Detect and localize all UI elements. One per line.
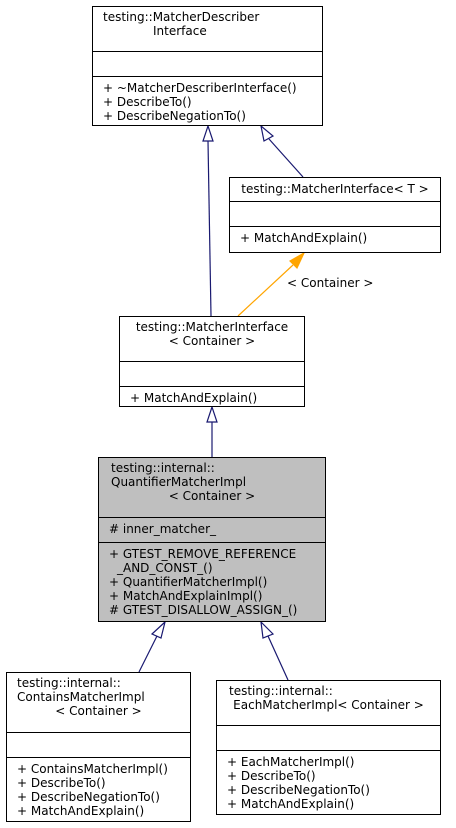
method-item: + DescribeTo()	[103, 95, 192, 109]
title-line: testing::MatcherInterface	[135, 320, 289, 334]
class-matcher-interface-container[interactable]: testing::MatcherInterface < Container > …	[119, 316, 305, 407]
method-item: + ~MatcherDescriberInterface()	[103, 81, 297, 95]
attributes-section	[120, 361, 304, 386]
class-title: testing::MatcherInterface< T >	[230, 178, 440, 201]
class-title: testing::internal:: EachMatcherImpl< Con…	[217, 681, 440, 725]
title-line: EachMatcherImpl< Container >	[233, 698, 424, 712]
attribute-item: # inner_matcher_	[109, 522, 216, 536]
edge-contains-to-quantifier	[138, 635, 158, 673]
methods-section: + ContainsMatcherImpl() + DescribeTo() +…	[7, 757, 190, 818]
attributes-section	[93, 51, 322, 76]
title-line: testing::internal::	[229, 684, 333, 698]
title-line: < Container >	[168, 334, 256, 348]
arrowhead-describer-left	[202, 124, 214, 142]
method-item: + MatchAndExplain()	[17, 804, 145, 818]
methods-section: + MatchAndExplain()	[120, 386, 304, 405]
methods-section: + EachMatcherImpl() + DescribeTo() + Des…	[217, 750, 440, 811]
attributes-section: # inner_matcher_	[99, 517, 325, 542]
arrowhead-template	[289, 251, 306, 270]
title-line: testing::internal::	[17, 676, 121, 690]
method-item: + QuantifierMatcherImpl()	[109, 575, 268, 589]
title-line: < Container >	[168, 489, 256, 503]
template-edge-label: < Container >	[287, 276, 374, 290]
method-item: + EachMatcherImpl()	[227, 755, 355, 769]
class-title: testing::internal:: ContainsMatcherImpl …	[7, 673, 190, 732]
title-line: testing::MatcherDescriber	[103, 10, 260, 24]
class-contains-matcher-impl[interactable]: testing::internal:: ContainsMatcherImpl …	[6, 672, 191, 822]
method-item: + DescribeTo()	[227, 769, 316, 783]
title-line: ContainsMatcherImpl	[17, 690, 145, 704]
method-item: + MatchAndExplain()	[240, 231, 368, 245]
method-item: + DescribeNegationTo()	[103, 109, 246, 123]
method-item: + MatchAndExplain()	[227, 797, 355, 811]
method-item: _AND_CONST_()	[117, 561, 213, 575]
method-item: + GTEST_REMOVE_REFERENCE	[109, 547, 297, 561]
edge-each-to-quantifier	[267, 635, 289, 681]
method-item: + MatchAndExplain()	[130, 391, 258, 405]
attributes-section	[230, 201, 440, 226]
title-line: testing::internal::	[111, 461, 215, 475]
class-title: testing::MatcherDescriber Interface	[93, 7, 322, 51]
edge-matcher-t-to-describer	[268, 138, 304, 178]
arrowhead-describer-right	[260, 124, 275, 142]
methods-section: + MatchAndExplain()	[230, 226, 440, 245]
title-line: < Container >	[55, 704, 142, 718]
title-line: testing::MatcherInterface< T >	[241, 182, 429, 196]
attributes-section	[7, 732, 190, 757]
title-line: Interface	[153, 24, 207, 38]
method-item: + ContainsMatcherImpl()	[17, 762, 168, 776]
edge-template-instantiation	[237, 264, 294, 317]
edge-matcher-container-to-describer	[207, 140, 212, 317]
class-each-matcher-impl[interactable]: testing::internal:: EachMatcherImpl< Con…	[216, 680, 441, 815]
class-matcher-interface-t[interactable]: testing::MatcherInterface< T > + MatchAn…	[229, 177, 441, 253]
method-item: + MatchAndExplainImpl()	[109, 589, 263, 603]
method-item: # GTEST_DISALLOW_ASSIGN_()	[109, 603, 298, 617]
class-quantifier-matcher-impl[interactable]: testing::internal:: QuantifierMatcherImp…	[98, 457, 326, 622]
method-item: + DescribeTo()	[17, 776, 106, 790]
arrowhead-quantifier-right	[260, 620, 275, 639]
class-matcher-describer-interface[interactable]: testing::MatcherDescriber Interface + ~M…	[92, 6, 323, 126]
arrowhead-quantifier-left	[150, 620, 167, 639]
methods-section: + ~MatcherDescriberInterface() + Describ…	[93, 76, 322, 123]
class-title: testing::internal:: QuantifierMatcherImp…	[99, 458, 325, 517]
attributes-section	[217, 725, 440, 750]
method-item: + DescribeNegationTo()	[17, 790, 160, 804]
class-title: testing::MatcherInterface < Container >	[120, 317, 304, 361]
title-line: QuantifierMatcherImpl	[111, 475, 247, 489]
methods-section: + GTEST_REMOVE_REFERENCE _AND_CONST_() +…	[99, 542, 325, 617]
method-item: + DescribeNegationTo()	[227, 783, 370, 797]
arrowhead-matcher-container	[206, 405, 218, 423]
